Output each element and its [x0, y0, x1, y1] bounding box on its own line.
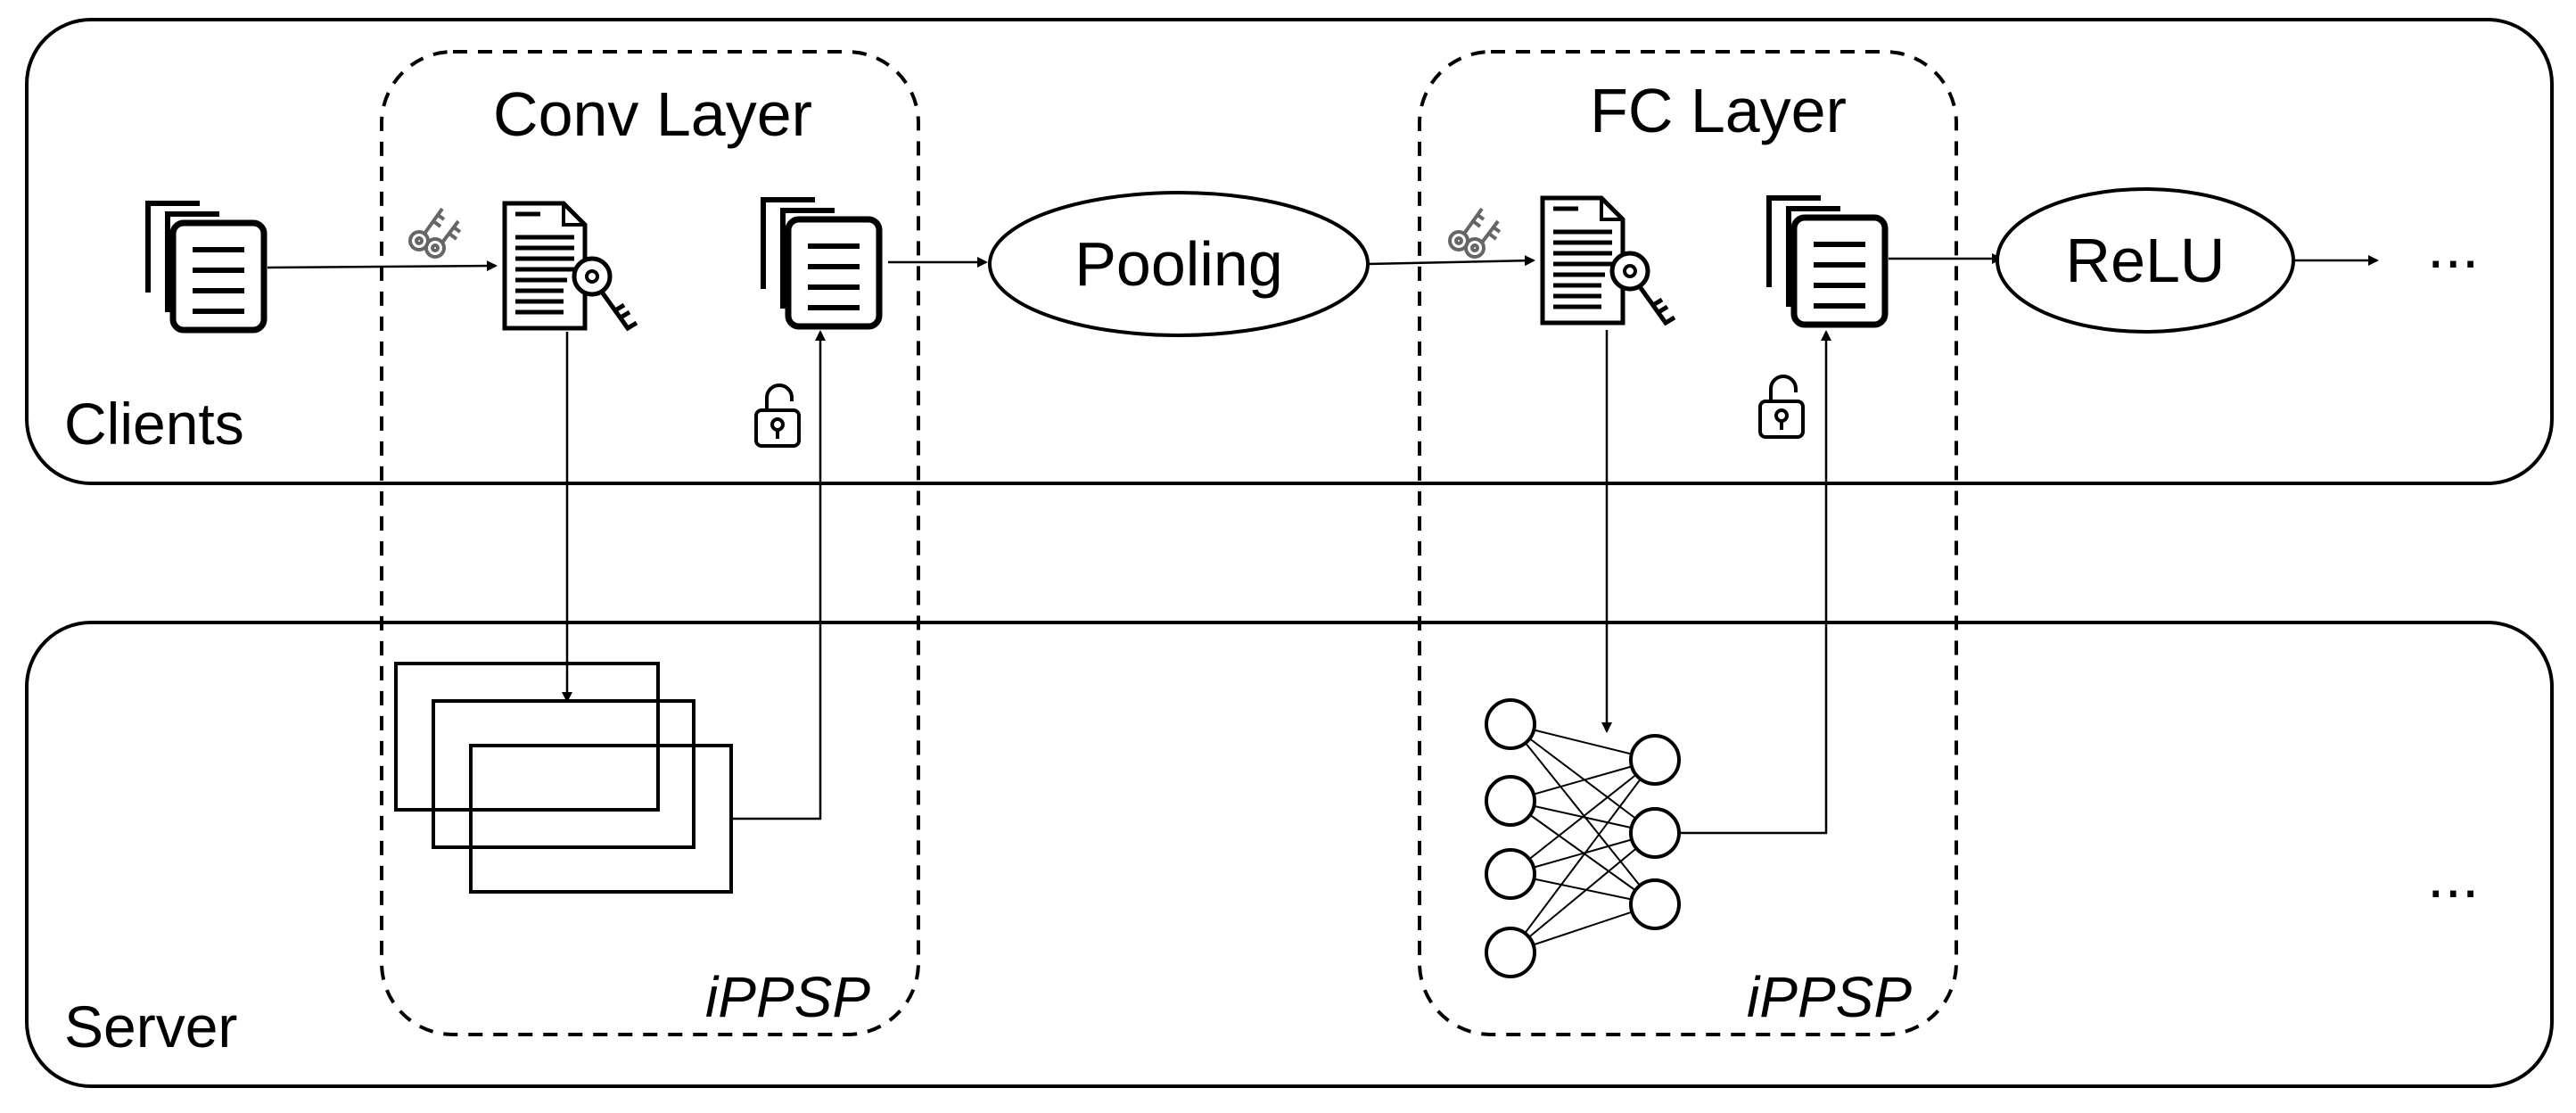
fc-layer-group	[1418, 50, 1958, 1036]
server-label: Server	[64, 993, 237, 1059]
encrypted-document-icon	[505, 203, 637, 328]
input-arrow	[267, 260, 498, 272]
pooling-label: Pooling	[1074, 229, 1283, 299]
neural-network-icon	[1485, 698, 1681, 978]
document-stack-icon	[763, 200, 879, 326]
conv-layer-title: Conv Layer	[493, 79, 812, 149]
fc-layer-title: FC Layer	[1590, 76, 1847, 145]
key-pair-icon	[1448, 207, 1502, 259]
conv-protocol-label: iPPSP	[705, 965, 870, 1029]
server-continuation: ...	[2427, 841, 2479, 911]
feature-map-1	[394, 662, 660, 812]
feature-map-2	[432, 699, 695, 849]
key-pair-icon	[408, 207, 462, 259]
conv-result-arrow	[733, 330, 826, 820]
pooling-out-arrow	[1367, 255, 1535, 267]
server-region	[25, 621, 2554, 1088]
clients-region	[25, 18, 2554, 485]
clients-label: Clients	[64, 391, 244, 457]
relu-label: ReLU	[2066, 226, 2226, 295]
clients-continuation: ...	[2427, 211, 2479, 281]
unlock-icon	[1758, 375, 1805, 439]
conv-layer-group	[380, 50, 920, 1036]
feature-map-3	[469, 744, 733, 894]
fc-result-arrow	[1679, 330, 1831, 835]
fc-protocol-label: iPPSP	[1747, 965, 1912, 1029]
unlock-icon	[754, 383, 801, 448]
document-stack-icon	[1769, 198, 1885, 325]
document-stack-icon	[148, 203, 264, 330]
encrypted-document-icon	[1543, 198, 1675, 323]
